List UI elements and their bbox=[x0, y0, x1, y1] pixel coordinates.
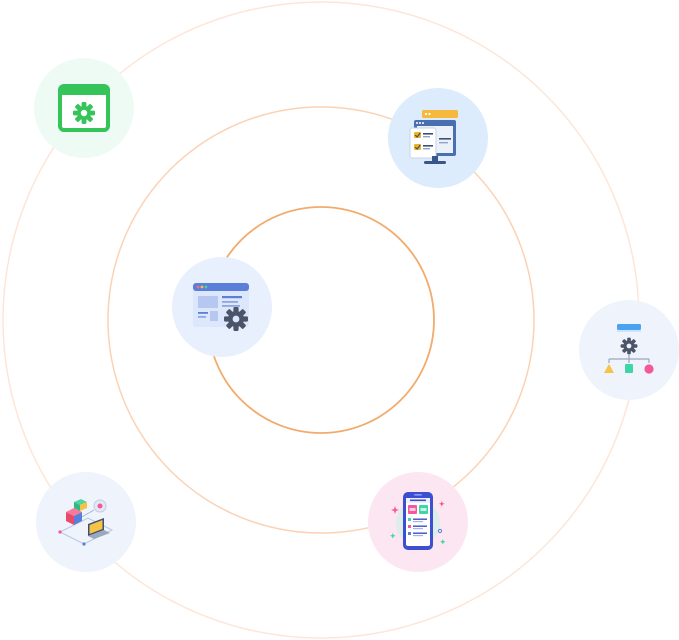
mobile-app-icon bbox=[390, 492, 446, 550]
workflow-hierarchy-node bbox=[579, 300, 679, 400]
product-cubes-laptop-node bbox=[36, 472, 136, 572]
browser-settings-icon bbox=[58, 84, 110, 132]
product-cubes-laptop-icon bbox=[58, 499, 114, 546]
checklist-monitor-node bbox=[388, 88, 488, 188]
workflow-hierarchy-icon bbox=[604, 324, 654, 374]
mobile-app-node bbox=[368, 472, 468, 572]
browser-settings-node bbox=[34, 58, 134, 158]
middle-ring bbox=[107, 106, 535, 534]
web-settings-icon bbox=[193, 283, 249, 331]
web-settings-node bbox=[172, 257, 272, 357]
checklist-monitor-icon bbox=[409, 110, 458, 164]
